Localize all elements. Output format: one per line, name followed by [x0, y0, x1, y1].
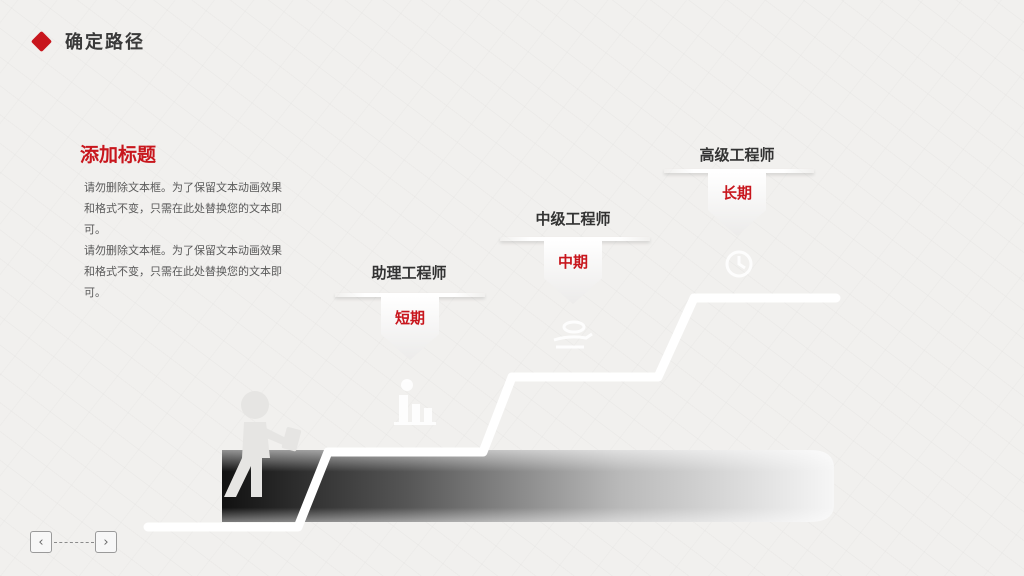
chevron-right-icon: › [103, 534, 109, 550]
stage-role-2: 中级工程师 [535, 210, 611, 228]
stage-term-2: 中期 [557, 253, 588, 271]
stage-shelf-1 [335, 293, 485, 297]
stage-shelf-2 [500, 237, 650, 241]
clock-icon [725, 250, 753, 278]
bar-chart-icon [394, 379, 436, 425]
next-slide-button[interactable]: › [95, 531, 117, 553]
hand-coin-icon [553, 320, 593, 349]
page-title: 确定路径 [65, 32, 145, 53]
body-text-2: 请勿删除文本框。为了保留文本动画效果和格式不变，只需在此处替换您的文本即可。 [84, 244, 282, 299]
body-text-1: 请勿删除文本框。为了保留文本动画效果和格式不变，只需在此处替换您的文本即可。 [84, 181, 282, 236]
block-title: 添加标题 [80, 144, 157, 166]
header: 确定路径 [30, 28, 145, 54]
prev-slide-button[interactable]: ‹ [30, 531, 52, 553]
nav-connector [54, 542, 94, 543]
chevron-left-icon: ‹ [38, 534, 44, 550]
stage-role-1: 助理工程师 [371, 264, 447, 282]
stage-role-3: 高级工程师 [699, 146, 775, 164]
stage-term-3: 长期 [721, 184, 752, 202]
step-path [143, 293, 841, 532]
stage-shelf-3 [664, 169, 814, 173]
stage-term-1: 短期 [394, 309, 425, 327]
motion-shadow [222, 450, 834, 522]
walking-person-icon [224, 391, 302, 497]
